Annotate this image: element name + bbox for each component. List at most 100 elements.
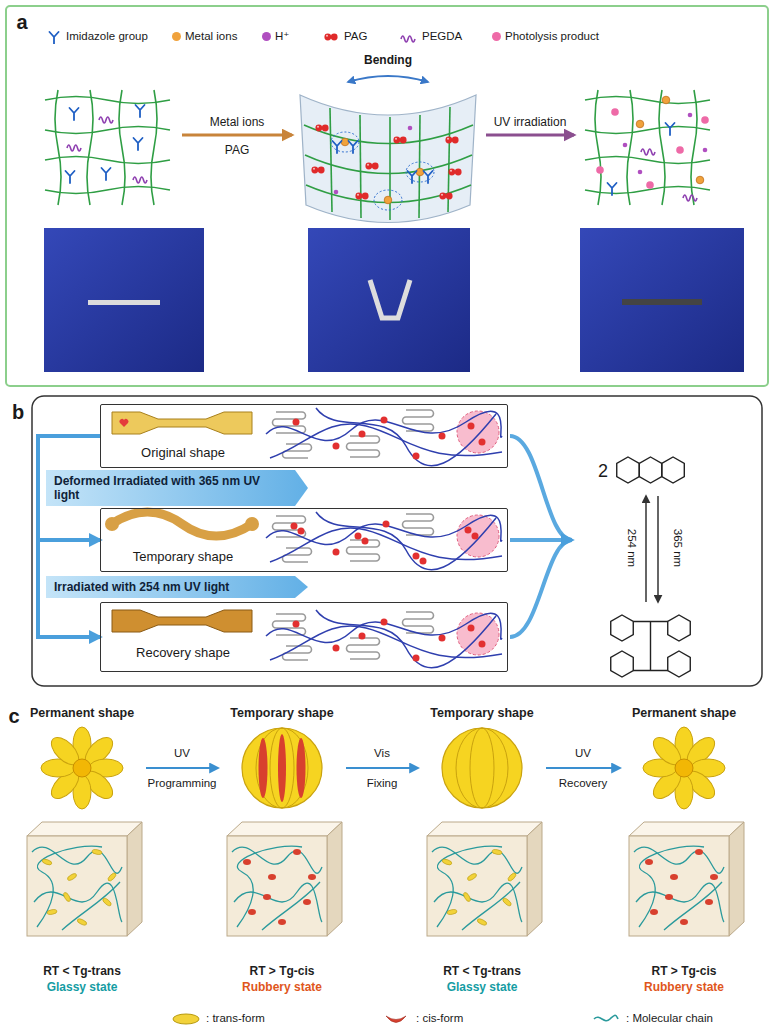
bent-hydrogel-network — [408, 126, 413, 131]
bent-hydrogel-network — [448, 169, 461, 176]
anthracene-structure — [617, 457, 685, 483]
photolysed-network — [676, 146, 684, 154]
process-label: UV — [174, 747, 190, 759]
bent-hydrogel-network — [333, 141, 342, 153]
converging-arrow — [510, 436, 572, 637]
polymer-network — [266, 512, 502, 570]
converging-arrow — [510, 540, 572, 637]
bent-hydrogel-network — [315, 125, 328, 132]
bent-hydrogel-network — [360, 115, 361, 218]
legend-symbol — [46, 28, 62, 44]
anthracene-dimer-structure — [611, 651, 634, 677]
photolysed-network — [636, 120, 644, 128]
flower-shape — [643, 727, 725, 809]
legend-symbol — [380, 1010, 412, 1026]
photolysed-network — [641, 149, 655, 155]
legend-text: H⁺ — [275, 29, 289, 43]
anthracene-structure — [639, 457, 662, 483]
legend-item: : Molecular chain — [590, 1010, 713, 1026]
hydrogel-network — [45, 90, 170, 205]
panel-letter-holder: b — [12, 401, 24, 424]
process-label: Recovery — [559, 777, 608, 789]
process-label: PAG — [225, 143, 249, 157]
bent-hydrogel-network — [355, 193, 368, 200]
bent-hydrogel-network — [300, 95, 476, 223]
legend-symbol — [398, 28, 418, 44]
anthracene-structure — [662, 457, 685, 483]
bent-hydrogel-network — [416, 168, 424, 176]
bent-hydrogel-network — [419, 115, 420, 218]
legend-symbol — [170, 1010, 202, 1026]
process-label-holder: Recovery — [559, 777, 608, 789]
bent-hydrogel-network — [304, 125, 473, 144]
legend-text: Metal ions — [185, 30, 237, 42]
legend-text: Photolysis product — [505, 30, 599, 42]
process-arrow — [182, 134, 292, 137]
legend-item: : cis-form — [380, 1010, 463, 1026]
photolysed-network — [701, 116, 709, 124]
stage-panel: Permanent shapeRT < Tg-transGlassy state — [18, 706, 146, 994]
step-caption: Deformed Irradiated with 365 nm UV light — [54, 474, 288, 502]
sample-photo — [580, 228, 744, 372]
converging-arrow — [510, 436, 572, 540]
photolysed-network — [623, 143, 628, 148]
process-label-holder: Metal ions — [210, 115, 265, 129]
panel-frame — [6, 6, 768, 386]
sample-photo — [44, 228, 744, 372]
legend-text: : cis-form — [416, 1012, 463, 1024]
photolysed-network — [611, 108, 619, 116]
shape-row-box: Original shape — [100, 404, 508, 468]
process-label-holder: Programming — [147, 777, 216, 789]
legend-text: Imidazole group — [66, 30, 148, 42]
bending-arrow — [348, 76, 428, 82]
legend-item: PEGDA — [398, 28, 462, 44]
process-label: Programming — [147, 777, 216, 789]
shape-row-box: Temporary shape — [100, 508, 508, 572]
legend-symbol — [173, 1014, 199, 1024]
state-label: Glassy state — [47, 980, 118, 994]
legend-symbol — [590, 1010, 622, 1026]
panel-letter: b — [12, 401, 24, 423]
dumbbell-sample — [112, 610, 252, 632]
legend-symbol — [324, 34, 337, 41]
temperature-condition: RT < Tg-trans — [443, 964, 521, 978]
bent-hydrogel-network — [331, 132, 359, 152]
wavelength-label-holder: 365 nm — [672, 529, 684, 567]
closed-flower-shape — [442, 728, 522, 808]
polymer-network — [291, 521, 479, 565]
stage-title: Permanent shape — [30, 706, 134, 720]
hydrogel-network — [99, 117, 113, 123]
panel-c-illustration — [42, 849, 118, 926]
bent-hydrogel-network — [424, 171, 433, 183]
panel-frame — [32, 396, 762, 686]
panel-c-illustration — [243, 849, 316, 925]
process-label-holder: Fixing — [367, 777, 398, 789]
process-label-holder: UV — [575, 747, 591, 759]
panel-c-illustration — [645, 849, 718, 925]
sample-photo — [88, 300, 160, 305]
closed-flower-shape — [242, 728, 322, 808]
bent-hydrogel-network — [384, 196, 392, 204]
stoichiometry-number: 2 — [598, 461, 608, 481]
shape-caption: Original shape — [113, 445, 253, 460]
bent-hydrogel-network — [406, 162, 434, 182]
hydrogel-network — [102, 168, 111, 180]
bent-hydrogel-network — [305, 155, 472, 174]
bent-hydrogel-network — [300, 76, 476, 223]
panel-letter: a — [16, 11, 27, 33]
anthracene-dimer-structure — [633, 622, 667, 671]
stage-panel: Permanent shapeRT > Tg-cisRubbery state — [620, 706, 748, 994]
hydrogel-network — [136, 105, 145, 117]
photolysed-network — [646, 181, 654, 189]
bent-hydrogel-network — [334, 190, 339, 195]
photolysed-network — [703, 148, 708, 153]
anthracene-dimer-structure — [611, 615, 634, 641]
legend-text: PAG — [344, 30, 367, 42]
photolysed-network — [662, 96, 670, 104]
dumbbell-sample — [120, 419, 129, 427]
panel-c-illustration — [442, 849, 518, 926]
legend-swatch — [262, 32, 271, 41]
photolysed-network — [596, 166, 604, 174]
